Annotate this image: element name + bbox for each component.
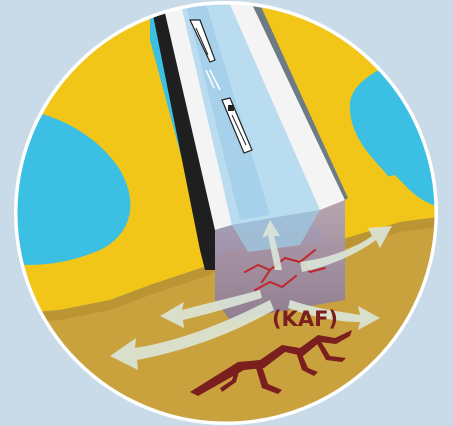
fault-label: (KAF) [272, 307, 338, 331]
